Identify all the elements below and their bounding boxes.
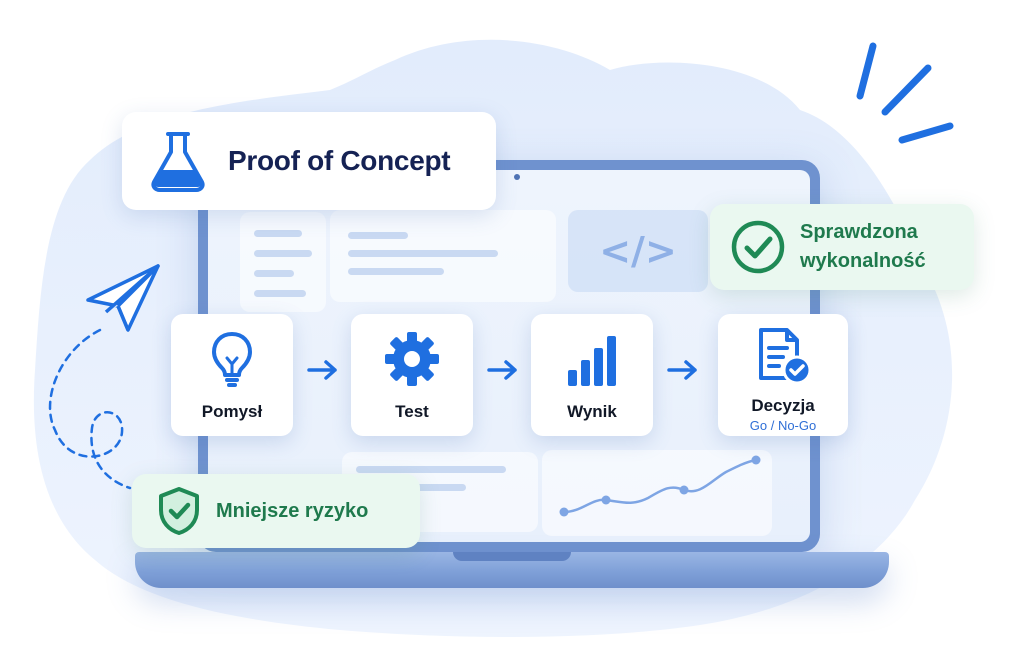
step-decision-sublabel: Go / No-Go: [749, 418, 817, 433]
poc-title: Proof of Concept: [228, 145, 451, 176]
bar-chart-icon: [531, 334, 653, 396]
feasibility-label: Sprawdzona wykonalność: [800, 218, 926, 276]
shield-check-icon: [156, 486, 202, 536]
code-panel: </>: [568, 210, 708, 292]
arrow-right-icon: [487, 360, 517, 380]
trend-line: [559, 455, 761, 517]
risk-label: Mniejsze ryzyko: [216, 499, 369, 522]
mini-line-chart: [542, 450, 772, 536]
camera-dot: [514, 174, 520, 180]
step-idea-label: Pomysł: [201, 402, 263, 421]
gear-icon: [351, 330, 473, 392]
step-test-label: Test: [395, 402, 429, 421]
lightbulb-icon: [171, 330, 293, 392]
feasibility-line2: wykonalność: [800, 250, 926, 272]
step-decision: Decyzja Go / No-Go: [718, 314, 848, 436]
flask-icon: [148, 130, 208, 192]
risk-card: Mniejsze ryzyko: [132, 474, 420, 548]
laptop-notch: [453, 552, 571, 561]
paper-plane-icon: [86, 264, 160, 332]
ghost-panel-middle: [330, 210, 556, 302]
step-result-label: Wynik: [567, 402, 617, 421]
code-icon: </>: [599, 229, 677, 273]
laptop-base: [135, 552, 889, 588]
arrow-right-icon: [667, 360, 697, 380]
feasibility-line1: Sprawdzona: [800, 221, 918, 243]
ghost-panel-left: [240, 212, 326, 312]
dashed-trail: [48, 328, 132, 490]
document-check-icon: [718, 326, 848, 388]
poc-card: Proof of Concept: [122, 112, 496, 210]
check-circle-icon: [730, 219, 786, 275]
feasibility-card: Sprawdzona wykonalność: [710, 204, 974, 290]
step-decision-label: Decyzja: [751, 396, 815, 415]
step-idea: Pomysł: [171, 314, 293, 436]
sparkle-icon: [856, 42, 954, 144]
arrow-right-icon: [307, 360, 337, 380]
step-test: Test: [351, 314, 473, 436]
step-result: Wynik: [531, 314, 653, 436]
